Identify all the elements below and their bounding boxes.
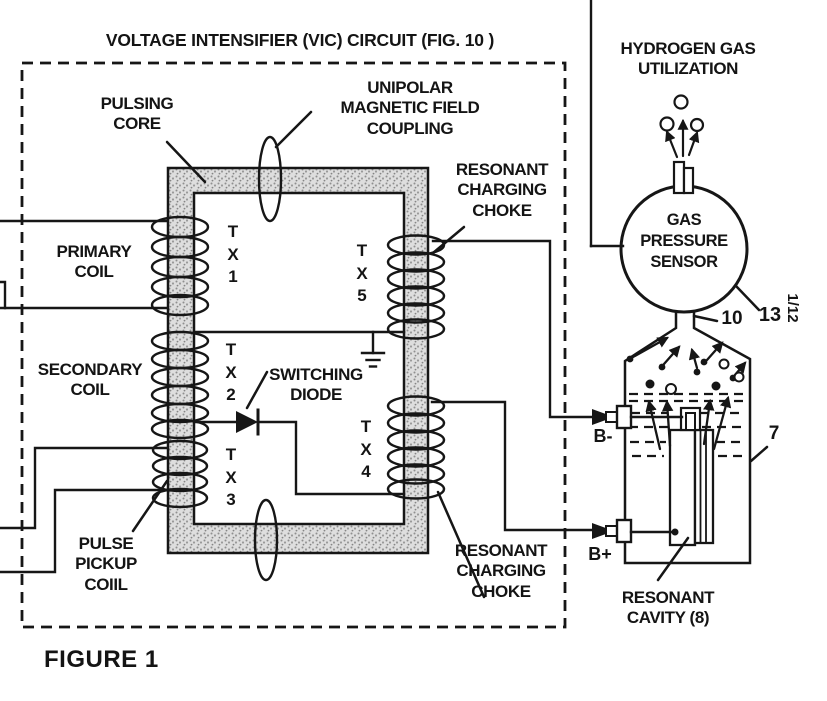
tx5-label: T X 5 (356, 241, 368, 306)
b-minus-connector (592, 404, 684, 430)
pulsing-core-frame (166, 166, 430, 555)
b-minus-label: B- (593, 426, 613, 446)
gas-flow-arrows (626, 336, 747, 451)
outlet-arrows-and-bubbles (659, 94, 705, 159)
secondary-coil-label: SECONDARY COIL (37, 360, 143, 400)
sensor-supply-line (589, 0, 625, 248)
gas-pressure-sensor-body (619, 160, 749, 314)
pulse-pickup-coil-label: PULSE PICKUP COIIL (75, 534, 137, 594)
b-plus-label: B+ (588, 544, 612, 564)
figure-caption: FIGURE 1 (44, 646, 159, 673)
pulsing-core-label: PULSING CORE (100, 94, 174, 134)
b-plus-connector (592, 518, 679, 544)
left-input-wires (0, 219, 170, 574)
tx1-label: T X 1 (227, 222, 239, 287)
tx4-choke-winding-coil (386, 395, 446, 500)
switching-diode-label: SWITCHING DIODE (269, 365, 363, 405)
tx2-secondary-winding-coil (150, 330, 210, 440)
sheet-number: 1/12 (784, 293, 801, 323)
resonant-cavity-electrode (668, 406, 715, 547)
tx5-choke-winding-coil (386, 234, 446, 340)
vic-circuit-title: VOLTAGE INTENSIFIER (VIC) CIRCUIT (FIG. … (105, 30, 495, 50)
tx1-primary-winding-coil (150, 215, 210, 317)
vic-dashed-border (20, 61, 567, 629)
tx2-label: T X 2 (225, 340, 237, 405)
gas-pressure-sensor-label: GAS PRESSURE SENSOR (640, 211, 728, 272)
unipolar-coupling-loops (253, 135, 283, 582)
label-leader-lines (131, 110, 769, 599)
unipolar-coupling-label: UNIPOLAR MAGNETIC FIELD COUPLING (340, 78, 480, 138)
hydrogen-utilization-label: HYDROGEN GAS UTILIZATION (620, 39, 756, 79)
gas-bubbles (645, 358, 745, 395)
tx3-pickup-winding-coil (151, 439, 209, 509)
ref-numeral-13: 13 (758, 304, 782, 326)
primary-coil-label: PRIMARY COIL (56, 242, 132, 282)
resonant-cavity-label: RESONANT CAVITY (8) (621, 588, 715, 628)
ref-numeral-7: 7 (768, 423, 780, 444)
ground-symbol (192, 330, 406, 368)
choke-output-wires (430, 239, 598, 532)
resonant-choke-bottom-label: RESONANT CHARGING CHOKE (454, 541, 548, 601)
resonant-choke-top-label: RESONANT CHARGING CHOKE (455, 160, 549, 220)
ref-numeral-10: 10 (721, 308, 743, 329)
tx3-label: T X 3 (225, 445, 237, 510)
tx4-label: T X 4 (360, 417, 372, 482)
